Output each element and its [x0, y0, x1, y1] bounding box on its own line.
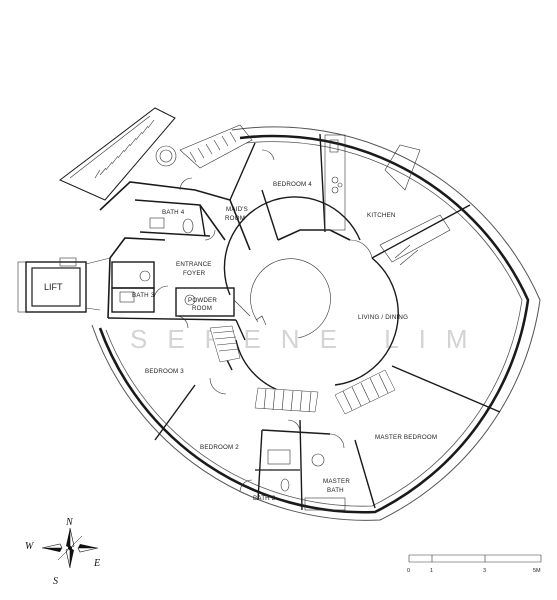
- label-bedroom4: BEDROOM 4: [273, 181, 312, 188]
- label-bedroom3: BEDROOM 3: [145, 368, 184, 375]
- lift: [17, 257, 111, 313]
- compass-s: S: [53, 576, 58, 587]
- label-bath4: BATH 4: [162, 209, 185, 216]
- top-staircase: [59, 107, 253, 201]
- label-powder-room-2: ROOM: [192, 305, 212, 312]
- master-wing-walls: [239, 365, 501, 511]
- compass-w: W: [25, 541, 35, 552]
- label-master-bath-2: BATH: [327, 487, 344, 494]
- watermark-text: SERENE LIM: [130, 324, 488, 354]
- label-master-bath-1: MASTER: [323, 478, 350, 485]
- label-entrance-foyer-1: ENTRANCE: [176, 261, 212, 268]
- label-bath2: BATH 2: [253, 495, 276, 502]
- entrance-walls: [107, 237, 251, 329]
- service-wing-walls: [99, 142, 279, 251]
- scale-tick-5m: 5M: [533, 568, 541, 574]
- outer-wall: [91, 126, 541, 521]
- scale-tick-3: 3: [483, 568, 486, 574]
- label-living-dining: LIVING / DINING: [358, 314, 408, 321]
- compass-rose: N S E W: [25, 517, 100, 587]
- compass-n: N: [65, 517, 74, 528]
- compass-e: E: [93, 558, 100, 569]
- label-lift: LIFT: [44, 282, 63, 292]
- core-stair-panels: [209, 325, 396, 415]
- label-entrance-foyer-2: FOYER: [183, 270, 206, 277]
- bedroom4-kitchen-walls: [277, 133, 471, 266]
- label-maids-room-1: MAID'S: [226, 206, 248, 213]
- room-labels: BATH 4 MAID'S ROOM BEDROOM 4 KITCHEN LIF…: [44, 181, 437, 502]
- scale-tick-0: 0: [407, 568, 410, 574]
- label-bedroom2: BEDROOM 2: [200, 444, 239, 451]
- label-powder-room-1: POWDER: [188, 297, 217, 304]
- central-core: [223, 196, 399, 396]
- scale-tick-1: 1: [430, 568, 433, 574]
- label-master-bedroom: MASTER BEDROOM: [375, 434, 437, 441]
- label-maids-room-2: ROOM: [225, 215, 245, 222]
- scale-bar: 0 1 3 5M: [407, 554, 542, 574]
- label-bath3: BATH 3: [132, 292, 155, 299]
- label-kitchen: KITCHEN: [367, 212, 396, 219]
